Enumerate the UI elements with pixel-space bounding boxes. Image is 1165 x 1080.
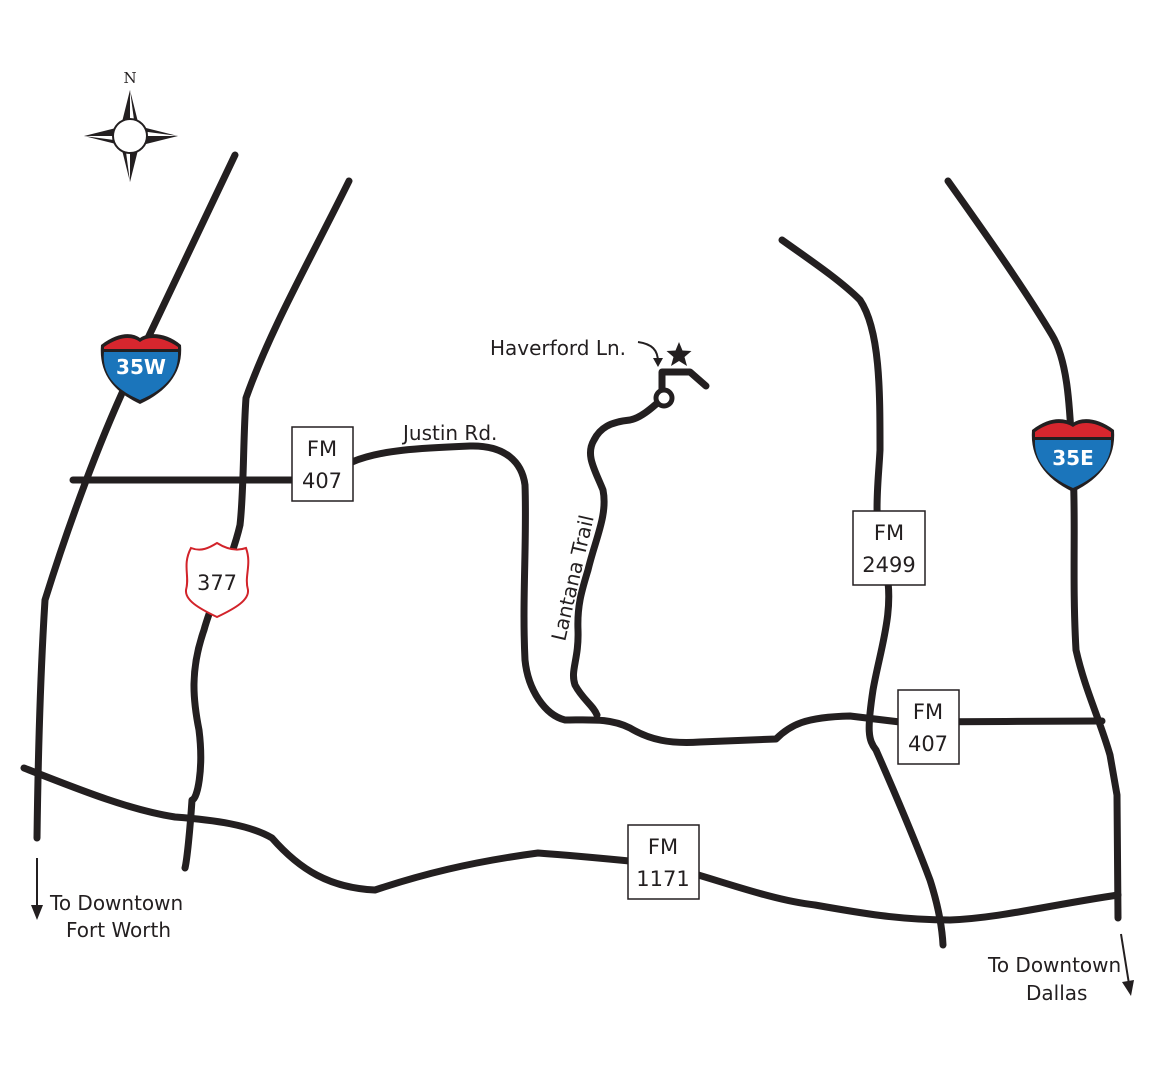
- fm407-west-line2: 407: [302, 469, 342, 493]
- i35w-label: 35W: [116, 355, 166, 379]
- road-fm1171: [20, 764, 1122, 924]
- dallas-label-line2: Dallas: [1026, 981, 1087, 1005]
- justin-rd-label: Justin Rd.: [401, 421, 497, 445]
- arrow-to-dallas: [1120, 933, 1134, 996]
- road-lantana-trail: [570, 393, 668, 719]
- dallas-label-line1: To Downtown: [987, 953, 1121, 977]
- fm2499-line2: 2499: [862, 553, 915, 577]
- road-us377: [181, 177, 353, 872]
- i35e-shield: 35E: [1031, 419, 1115, 492]
- road-i35w: [33, 151, 239, 842]
- fort-worth-label-line1: To Downtown: [49, 891, 183, 915]
- haverford-pointer-arrow: [637, 341, 663, 367]
- fm1171-marker: FM 1171: [627, 824, 700, 900]
- star-icon: [666, 342, 692, 366]
- fm407-west-marker: FM 407: [291, 426, 354, 502]
- fm2499-line1: FM: [874, 521, 904, 545]
- compass-rose-icon: N: [84, 69, 178, 182]
- fm407-west-line1: FM: [307, 437, 337, 461]
- fm407-east-line2: 407: [908, 732, 948, 756]
- haverford-ln-label: Haverford Ln.: [490, 336, 626, 360]
- us377-label: 377: [197, 571, 237, 595]
- lantana-trail-label: Lantana Trail: [546, 513, 598, 643]
- road-fm407-justin: [69, 442, 1106, 746]
- fm407-east-marker: FM 407: [897, 689, 960, 765]
- fm1171-line1: FM: [648, 835, 678, 859]
- arrow-to-fort-worth: [31, 858, 43, 920]
- fm2499-marker: FM 2499: [852, 510, 926, 586]
- road-haverford-ln: [658, 368, 710, 401]
- us377-shield: 377: [184, 541, 250, 619]
- i35w-shield: 35W: [100, 334, 182, 404]
- road-i35e: [944, 177, 1122, 922]
- haverford-cul-de-sac: [653, 387, 675, 409]
- i35e-label: 35E: [1052, 446, 1094, 470]
- road-fm2499: [778, 236, 947, 949]
- fm407-east-line1: FM: [913, 700, 943, 724]
- fort-worth-label-line2: Fort Worth: [66, 918, 171, 942]
- compass-north-label: N: [123, 69, 136, 87]
- fm1171-line2: 1171: [636, 867, 689, 891]
